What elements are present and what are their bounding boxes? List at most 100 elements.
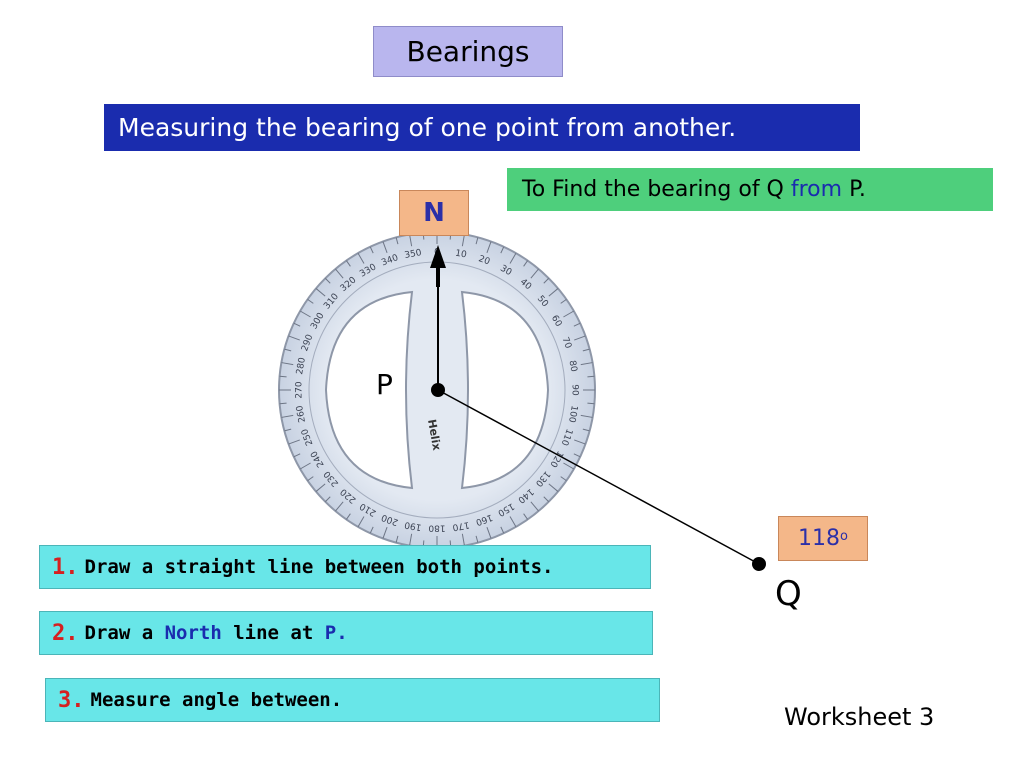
protractor-tick — [587, 402, 595, 405]
protractor-tick — [315, 483, 326, 492]
protractor-tick — [475, 237, 479, 245]
worksheet-label: Worksheet 3 — [784, 703, 935, 731]
step-2-text-before: Draw a — [84, 622, 165, 644]
protractor-tick — [335, 501, 344, 512]
step-1-text: Draw a straight line between both points… — [84, 556, 554, 578]
protractor-tick — [293, 322, 301, 327]
protractor-tick — [563, 310, 575, 318]
protractor-tick — [324, 277, 331, 284]
step-3: 3. Measure angle between. — [45, 678, 660, 722]
point-p-label: P — [376, 368, 393, 401]
protractor-brand: Helix — [425, 418, 443, 451]
protractor-tick — [461, 234, 465, 247]
protractor-tick — [395, 535, 399, 543]
north-arrow-head — [430, 245, 446, 268]
step-2-number: 2. — [52, 620, 79, 646]
protractor-tick — [486, 527, 492, 539]
protractor-tick — [315, 288, 326, 297]
protractor-tick-label: 10 — [454, 249, 467, 261]
protractor-tick — [548, 288, 559, 297]
protractor-tick-label: 70 — [560, 336, 573, 350]
protractor-tick-label: 350 — [404, 248, 423, 261]
protractor-tick-label: 170 — [451, 519, 470, 532]
protractor-tick — [573, 453, 581, 458]
step-2-text-after: . — [336, 622, 348, 644]
step-2-highlight-p: P — [324, 622, 337, 644]
protractor-tick-label: 280 — [295, 357, 308, 376]
connecting-line — [437, 389, 760, 565]
protractor-tick — [335, 268, 344, 279]
protractor-tick — [382, 241, 388, 253]
protractor-tick — [574, 439, 586, 445]
protractor-tick — [500, 246, 505, 254]
protractor-tick — [475, 535, 479, 543]
protractor-tick — [543, 277, 550, 284]
protractor-tick — [299, 310, 311, 318]
protractor-tick — [288, 439, 300, 445]
angle-value: 118 — [798, 526, 841, 551]
instruction-highlight: from — [790, 177, 843, 202]
step-2-text-middle: line at — [221, 622, 325, 644]
protractor-tick — [509, 516, 517, 528]
protractor-tick — [281, 414, 294, 418]
protractor-tick-label: 270 — [295, 381, 305, 398]
protractor-tick — [560, 298, 567, 304]
instruction-banner: To Find the bearing of Q from P. — [507, 168, 993, 211]
protractor-tick — [345, 513, 351, 520]
protractor-tick-label: 190 — [404, 519, 423, 532]
protractor-tick — [582, 348, 590, 352]
protractor-window-right — [460, 290, 550, 490]
protractor-tick — [395, 237, 399, 245]
protractor-tick — [582, 428, 590, 432]
step-2: 2. Draw a North line at P. — [39, 611, 653, 655]
protractor-tick — [357, 516, 365, 528]
protractor-tick — [563, 462, 575, 470]
protractor-tick — [307, 298, 314, 304]
subtitle-banner: Measuring the bearing of one point from … — [104, 104, 860, 151]
protractor-tick — [543, 496, 550, 503]
protractor-tick — [288, 335, 300, 341]
instruction-prefix: To Find the bearing of Q — [522, 177, 791, 202]
protractor-tick — [324, 496, 331, 503]
step-1: 1. Draw a straight line between both poi… — [39, 545, 651, 589]
protractor-tick-label: 260 — [295, 404, 308, 423]
protractor-tick — [548, 483, 559, 492]
protractor-tick — [500, 526, 505, 534]
protractor-tick — [279, 375, 287, 378]
protractor-tick — [369, 246, 374, 254]
protractor-tick — [523, 513, 529, 520]
step-3-number: 3. — [58, 687, 85, 713]
protractor-tick — [299, 462, 311, 470]
protractor-tick — [409, 533, 413, 546]
point-q-dot — [752, 557, 766, 571]
protractor-window-left — [324, 290, 414, 490]
protractor-tick — [284, 348, 292, 352]
protractor-tick — [279, 402, 287, 405]
protractor-tick — [284, 428, 292, 432]
protractor-tick — [560, 476, 567, 482]
protractor-tick-label: 80 — [566, 360, 578, 373]
protractor-tick — [307, 476, 314, 482]
protractor-tick — [409, 234, 413, 247]
protractor-tick-label: 100 — [566, 405, 579, 424]
protractor-tick — [530, 268, 539, 279]
page-title: Bearings — [373, 26, 563, 77]
protractor-tick — [580, 414, 593, 418]
protractor-tick-label: 180 — [428, 523, 445, 533]
protractor-tick — [357, 252, 365, 264]
protractor-tick — [486, 241, 492, 253]
angle-unit: o — [840, 529, 848, 544]
protractor-tick — [281, 362, 294, 366]
protractor-tick — [509, 252, 517, 264]
protractor-tick — [580, 362, 593, 366]
protractor-tick — [573, 322, 581, 327]
protractor-tick — [530, 501, 539, 512]
protractor-tick — [382, 527, 388, 539]
step-1-number: 1. — [52, 554, 79, 580]
step-3-text: Measure angle between. — [90, 689, 343, 711]
protractor-tick — [369, 526, 374, 534]
north-label: N — [399, 190, 469, 236]
step-2-highlight-north: North — [164, 622, 222, 644]
protractor-tick — [523, 260, 529, 267]
